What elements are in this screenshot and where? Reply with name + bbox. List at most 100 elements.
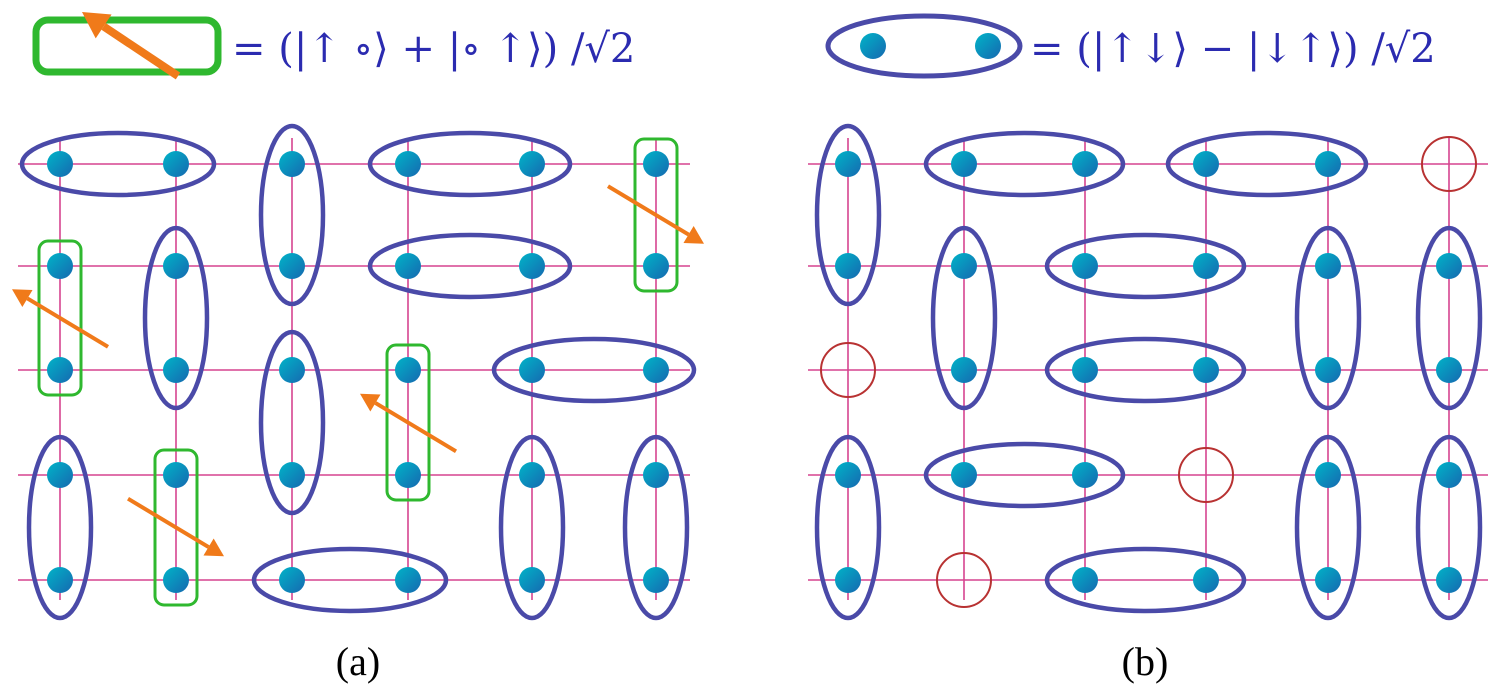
- spin-arrow-shaft: [126, 496, 210, 549]
- holon-bond-box: [385, 343, 431, 502]
- hole-circle: [1421, 136, 1477, 192]
- lattice-site: [279, 462, 305, 488]
- singlet-legend-site-right: [975, 33, 1001, 59]
- singlet-bond-ellipse: [622, 434, 690, 621]
- singlet-bond-ellipse: [1044, 336, 1247, 404]
- hole-circle: [820, 342, 876, 398]
- holon-legend-spin-arrow: [82, 12, 181, 80]
- holon-legend-box: [32, 16, 222, 76]
- lattice-site: [279, 253, 305, 279]
- lattice-site: [835, 253, 861, 279]
- singlet-bond-ellipse: [367, 130, 573, 198]
- lattice-site: [163, 567, 189, 593]
- lattice-site: [47, 357, 73, 383]
- lattice-site: [395, 567, 421, 593]
- holon-bond-box: [37, 239, 83, 397]
- singlet-bond-ellipse: [1044, 232, 1247, 300]
- singlet-bond-ellipse: [814, 434, 882, 621]
- singlet-legend-formula: = (|↑↓⟩ − |↓↑⟩) /√2: [1030, 26, 1436, 72]
- lattice-site: [1072, 151, 1098, 177]
- lattice-site: [279, 567, 305, 593]
- lattice-site: [47, 567, 73, 593]
- lattice-site: [163, 357, 189, 383]
- singlet-legend-ellipse: [825, 13, 1023, 79]
- lattice-site: [163, 462, 189, 488]
- singlet-legend: = (|↑↓⟩ − |↓↑⟩) /√2: [825, 13, 1436, 79]
- spin-arrow-head: [12, 289, 33, 307]
- lattice-site: [1072, 253, 1098, 279]
- singlet-bond-ellipse: [19, 130, 217, 198]
- spin-arrow-shaft: [374, 401, 458, 454]
- singlet-bond-ellipse: [491, 336, 697, 404]
- lattice-site: [951, 253, 977, 279]
- singlet-bond-ellipse: [814, 123, 882, 307]
- holon-legend-formula: = (|↑ ∘⟩ + |∘ ↑⟩) /√2: [232, 26, 635, 72]
- holon-bond-box: [633, 137, 679, 293]
- panel-b-caption: (b): [1122, 639, 1169, 684]
- spin-arrow-head: [360, 393, 381, 412]
- lattice-site: [47, 462, 73, 488]
- panel-a: [12, 123, 704, 621]
- lattice-site: [1072, 462, 1098, 488]
- lattice-site: [1072, 567, 1098, 593]
- lattice-site: [643, 151, 669, 177]
- lattice-lines: [18, 138, 690, 600]
- lattice-site: [951, 151, 977, 177]
- singlet-bond-ellipse: [142, 225, 210, 411]
- lattice-site: [835, 151, 861, 177]
- spin-arrow-head: [203, 538, 224, 557]
- lattice-site: [47, 151, 73, 177]
- lattice-site: [1193, 151, 1219, 177]
- lattice-site: [643, 253, 669, 279]
- singlet-legend-site-left: [860, 33, 886, 59]
- lattice-site: [519, 567, 545, 593]
- lattice-site: [1436, 567, 1462, 593]
- lattice-site: [395, 253, 421, 279]
- lattice-site: [1315, 357, 1341, 383]
- lattice-site: [163, 253, 189, 279]
- lattice-site: [951, 357, 977, 383]
- spin-arrow-shaft: [26, 296, 110, 349]
- singlet-bond-ellipse: [930, 225, 998, 411]
- hole-circle: [1178, 447, 1234, 503]
- hole-circle: [936, 552, 992, 608]
- singlet-bond-ellipse: [1415, 225, 1483, 411]
- singlet-bond-ellipse: [251, 546, 449, 614]
- panel-b: [808, 123, 1488, 621]
- lattice-site: [835, 462, 861, 488]
- singlet-bond-ellipse: [258, 123, 326, 307]
- lattice-site: [1315, 567, 1341, 593]
- holon-spin-arrow: [606, 184, 704, 244]
- singlet-bond-ellipse: [1044, 546, 1247, 614]
- lattice-site: [163, 151, 189, 177]
- lattice-site: [395, 357, 421, 383]
- lattice-site: [1193, 357, 1219, 383]
- singlet-bond-ellipse: [1165, 130, 1369, 198]
- holon-bond-box: [153, 448, 199, 607]
- spin-arrow-shaft: [101, 23, 181, 80]
- spin-arrow-head: [683, 226, 704, 244]
- spin-arrow-shaft: [606, 184, 690, 237]
- holon-spin-arrow: [360, 393, 458, 454]
- lattice-site: [1436, 357, 1462, 383]
- lattice-site: [1315, 462, 1341, 488]
- holon-spin-arrow: [126, 496, 224, 557]
- singlet-bond-ellipse: [1294, 434, 1362, 621]
- holon-spin-arrow: [12, 289, 110, 349]
- lattice-site: [519, 357, 545, 383]
- singlet-bond-ellipse: [367, 232, 573, 300]
- spin-arrow-head: [82, 12, 112, 39]
- lattice-site: [395, 151, 421, 177]
- lattice-site: [47, 253, 73, 279]
- singlet-bond-ellipse: [258, 329, 326, 516]
- singlet-bond-ellipse: [1294, 225, 1362, 411]
- lattice-site: [1193, 253, 1219, 279]
- lattice-site: [643, 462, 669, 488]
- singlet-bond-ellipse: [923, 441, 1126, 509]
- lattice-site: [1072, 357, 1098, 383]
- lattice-site: [1193, 567, 1219, 593]
- lattice-site: [519, 151, 545, 177]
- holon-legend: = (|↑ ∘⟩ + |∘ ↑⟩) /√2: [32, 12, 635, 80]
- lattice-site: [279, 151, 305, 177]
